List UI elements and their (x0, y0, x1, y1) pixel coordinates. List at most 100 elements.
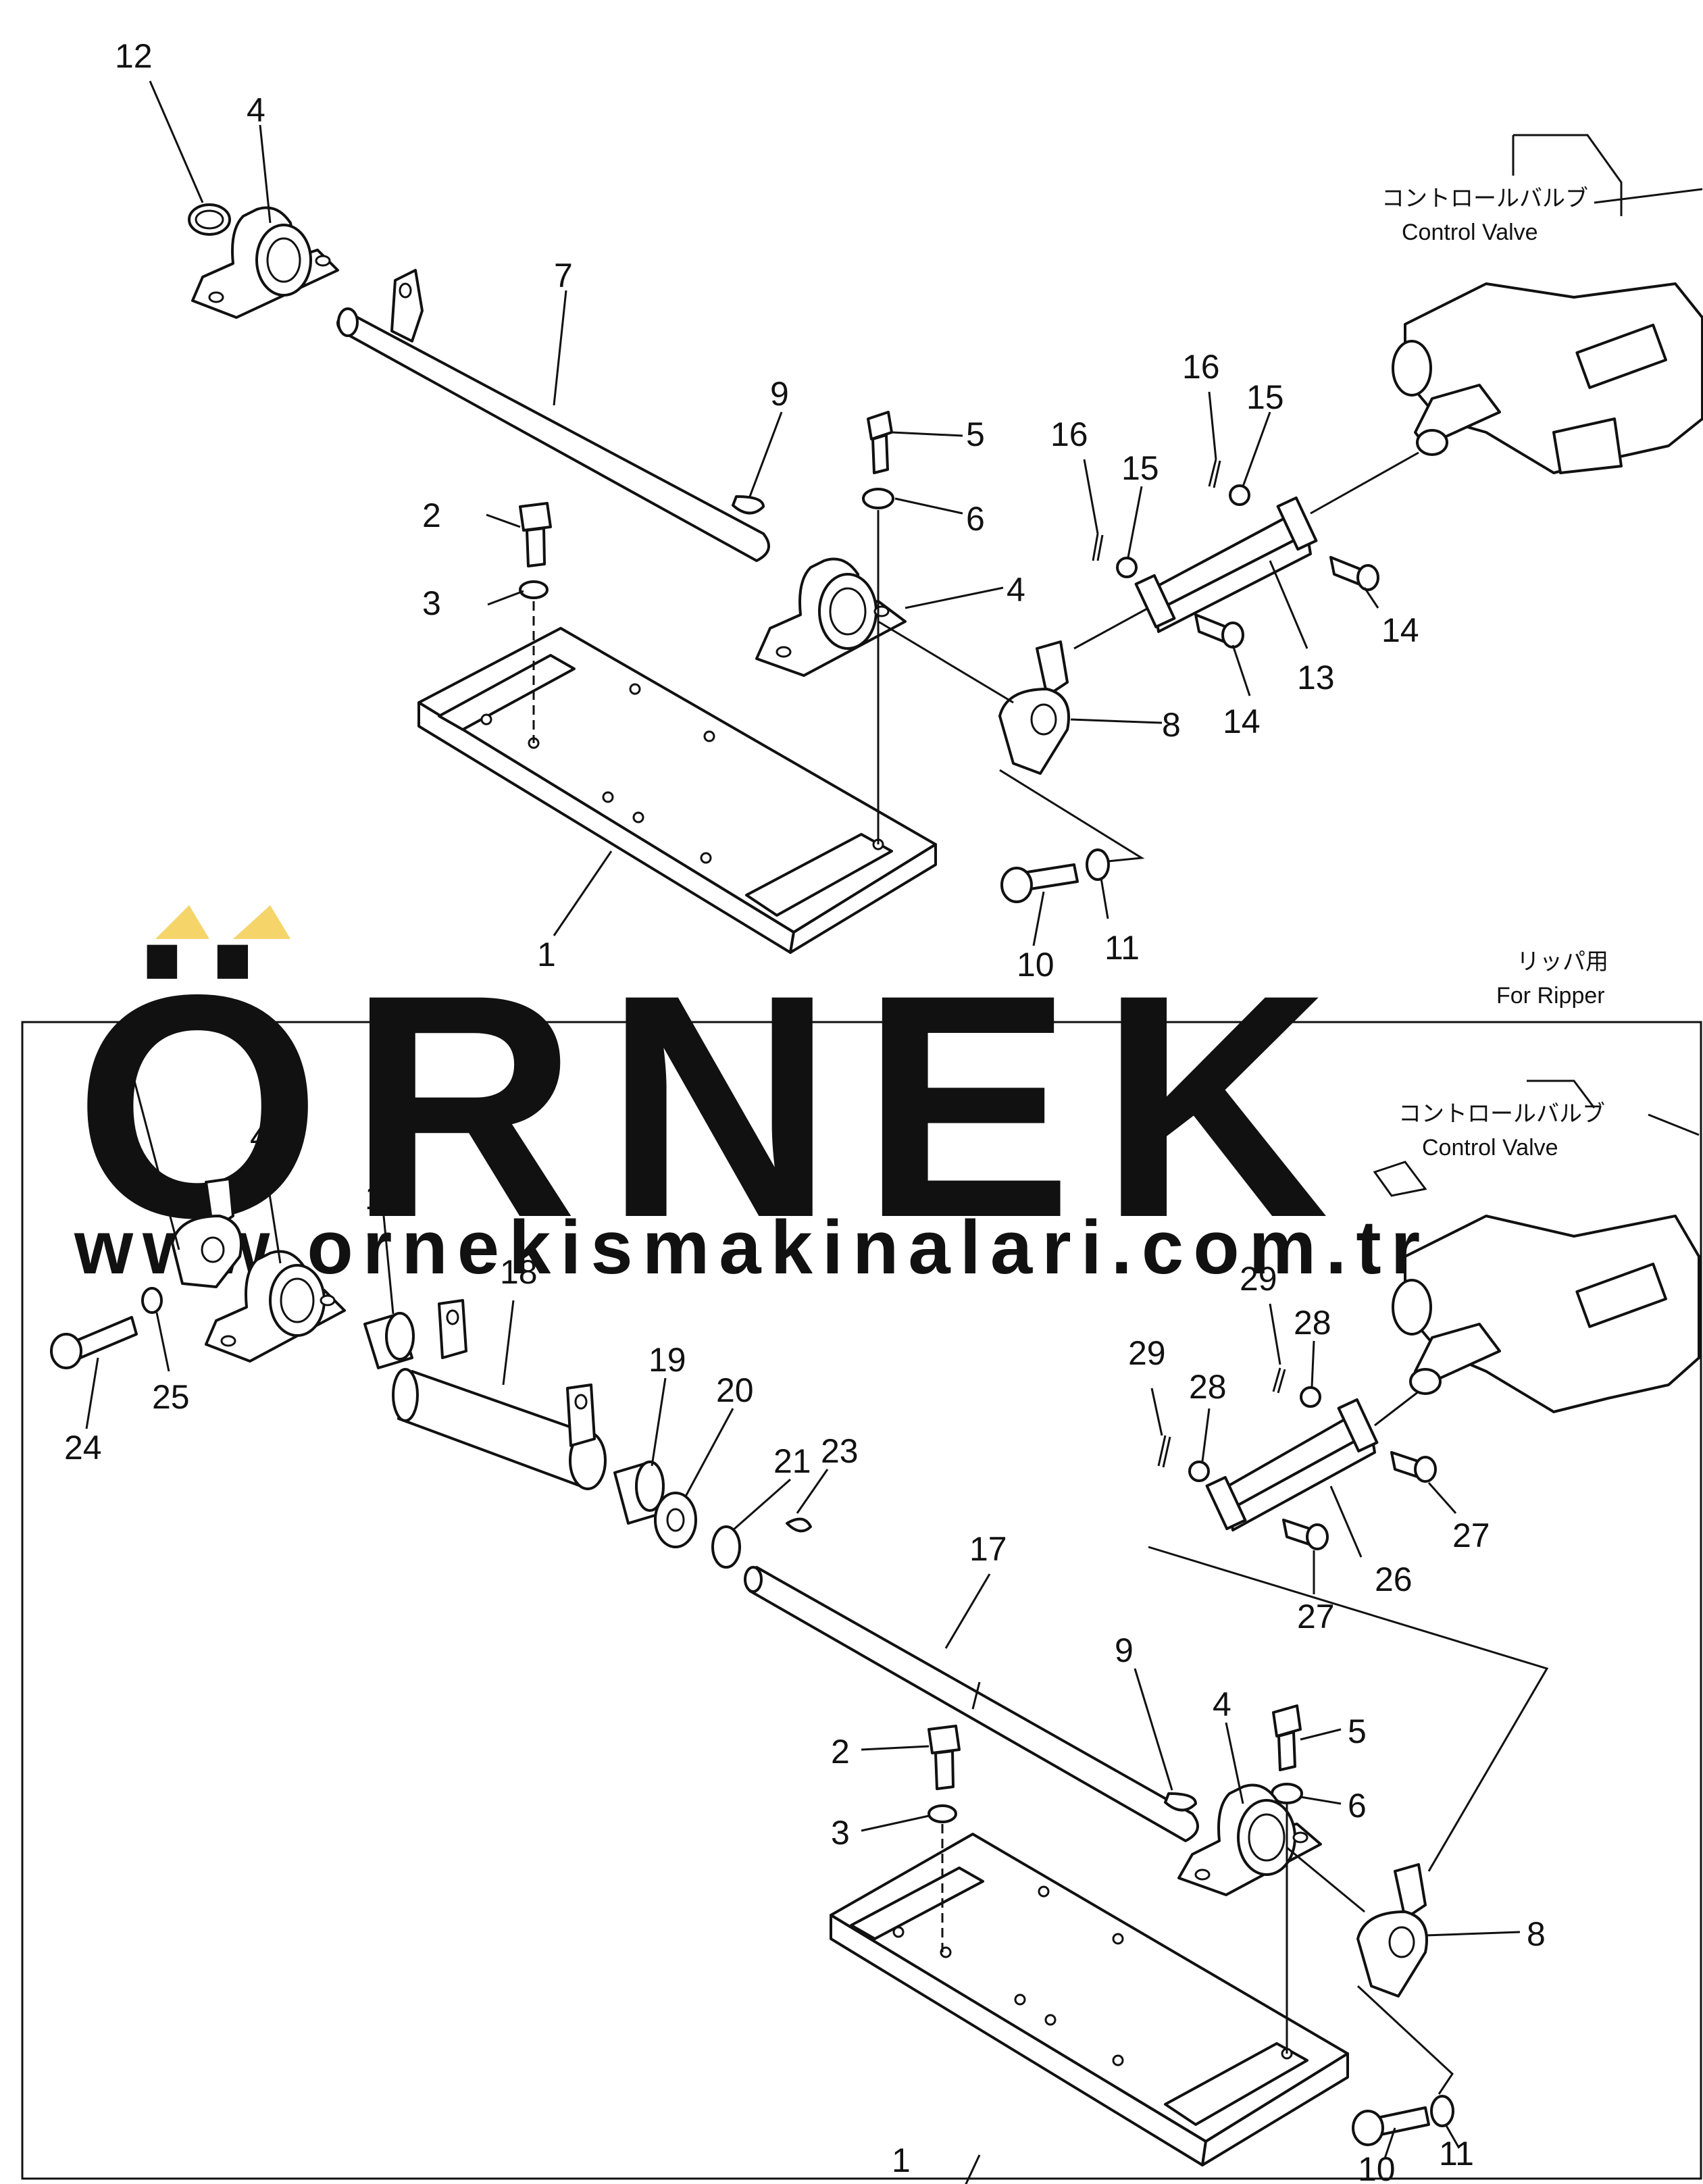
ripper-title-ja: リッパ用 (1517, 949, 1608, 975)
lower-view: リッパ用 For Ripper コントロールバルブ Control Valve (50, 949, 1700, 2184)
label-upper-4b: 4 (1007, 571, 1025, 609)
label-upper-16b: 16 (1182, 348, 1220, 386)
label-upper-11: 11 (1104, 929, 1140, 967)
label-upper-4a: 4 (247, 91, 265, 129)
part-17-shaft (744, 1566, 1199, 1842)
part-26-link-lower (1205, 1398, 1379, 1531)
leader-lines-upper (149, 80, 1379, 946)
ripper-title-en: For Ripper (1496, 983, 1605, 1009)
valve-caption-ja-upper: コントロールバルブ (1381, 186, 1588, 211)
control-valve-lower (1373, 1080, 1700, 1413)
part-6-washer-upper (862, 488, 894, 509)
part-16-pin-upper-right (1208, 459, 1221, 488)
label-upper-3: 3 (422, 584, 441, 622)
part-12-snap-ring (188, 203, 231, 236)
part-2-bolt-lower (927, 1725, 961, 1790)
part-8-lever-clamp-upper (998, 640, 1070, 775)
part-1-base-plate-lower (830, 1833, 1349, 2166)
label-lower-17: 17 (969, 1530, 1007, 1568)
label-lower-5: 5 (1348, 1712, 1367, 1750)
assembly-lines-lower (941, 1390, 1549, 2095)
part-15-washer-upper-left (1116, 557, 1138, 578)
part-5-bolt-lower (1272, 1704, 1302, 1771)
part-14-bolt-upper-right (1329, 556, 1379, 591)
label-lower-2: 2 (831, 1733, 850, 1771)
leader-lines-lower (85, 1070, 1521, 2184)
label-lower-19a: 19 (365, 1179, 403, 1217)
label-lower-21: 21 (773, 1442, 811, 1480)
part-19-bushing-left (363, 1312, 415, 1369)
label-upper-1: 1 (537, 936, 556, 973)
label-lower-28b: 28 (1294, 1304, 1331, 1342)
part-24-bolt (50, 1316, 138, 1369)
valve-caption-en-lower: Control Valve (1422, 1135, 1558, 1161)
label-lower-28a: 28 (1189, 1368, 1227, 1406)
labels-lower: 22 4 19 18 24 25 19 20 21 23 29 28 29 28… (64, 1034, 1546, 2184)
part-20-washer (654, 1492, 697, 1548)
label-lower-18: 18 (500, 1253, 538, 1291)
label-upper-6: 6 (966, 500, 985, 538)
part-10-bolt-upper (1000, 863, 1079, 903)
label-lower-29b: 29 (1240, 1260, 1277, 1298)
part-25-washer (141, 1287, 163, 1314)
label-lower-6: 6 (1348, 1787, 1367, 1825)
label-upper-5: 5 (966, 415, 985, 453)
label-lower-26: 26 (1375, 1560, 1413, 1598)
label-lower-4a: 4 (250, 1118, 269, 1156)
label-lower-27b: 27 (1297, 1598, 1335, 1635)
label-upper-9: 9 (770, 375, 789, 413)
label-lower-25: 25 (152, 1378, 190, 1416)
part-3-washer-upper (519, 580, 549, 599)
part-27-bolt-lower-left (1282, 1519, 1329, 1550)
label-upper-12: 12 (115, 37, 153, 75)
part-28-washer-lower-right (1300, 1386, 1321, 1408)
part-4-bearing-lower-mid (1177, 1783, 1322, 1896)
part-2-bolt-upper (519, 502, 552, 567)
label-lower-4b: 4 (1213, 1685, 1231, 1723)
part-27-bolt-lower-right (1390, 1451, 1437, 1483)
label-upper-14b: 14 (1223, 703, 1261, 740)
label-upper-15a: 15 (1121, 449, 1159, 487)
part-23-key (786, 1517, 812, 1533)
part-9-key-lower (1164, 1792, 1197, 1812)
label-lower-11: 11 (1439, 2135, 1474, 2173)
part-10-bolt-lower (1352, 2106, 1430, 2146)
control-valve-upper (1392, 134, 1703, 474)
part-7-shaft (336, 269, 770, 562)
label-lower-29a: 29 (1128, 1334, 1166, 1372)
part-9-key-upper (732, 495, 765, 515)
label-lower-8: 8 (1527, 1915, 1546, 1953)
part-15-washer-upper-right (1229, 484, 1250, 506)
part-21-snap-ring (711, 1525, 741, 1569)
part-16-pin-upper-left (1092, 533, 1104, 561)
watermark-brand: ÖRNEK (74, 929, 1356, 1284)
part-4-bearing-upper-mid (755, 557, 907, 677)
part-4-bearing-upper-left (191, 206, 339, 319)
label-upper-10: 10 (1017, 946, 1054, 984)
label-upper-14a: 14 (1381, 611, 1419, 649)
part-11-washer-upper (1086, 848, 1110, 881)
label-upper-13: 13 (1297, 659, 1335, 696)
label-lower-19b: 19 (649, 1341, 686, 1379)
part-28-washer-lower-left (1188, 1461, 1210, 1482)
part-3-washer-lower (927, 1804, 957, 1823)
part-29-pin-lower-right (1272, 1367, 1286, 1394)
part-18-tube (392, 1299, 607, 1490)
label-lower-10: 10 (1358, 2150, 1396, 2184)
label-lower-3: 3 (831, 1814, 850, 1852)
label-lower-27a: 27 (1452, 1517, 1490, 1554)
part-1-base-plate-upper (417, 627, 937, 954)
label-lower-1: 1 (892, 2141, 911, 2179)
ripper-frame (21, 1021, 1702, 2180)
watermark-accent-right (233, 905, 290, 939)
label-upper-16a: 16 (1050, 415, 1088, 453)
label-upper-7: 7 (554, 257, 573, 295)
part-13-link-upper (1134, 496, 1318, 633)
upper-view: コントロールバルブ Control Valve (115, 37, 1703, 984)
part-14-bolt-upper-left (1194, 613, 1244, 649)
label-upper-8: 8 (1162, 706, 1181, 744)
watermark: ÖRNEK www.ornekismakinalari.com.tr (74, 905, 1420, 1290)
assembly-lines-upper (532, 451, 1419, 863)
label-lower-23: 23 (821, 1432, 859, 1470)
